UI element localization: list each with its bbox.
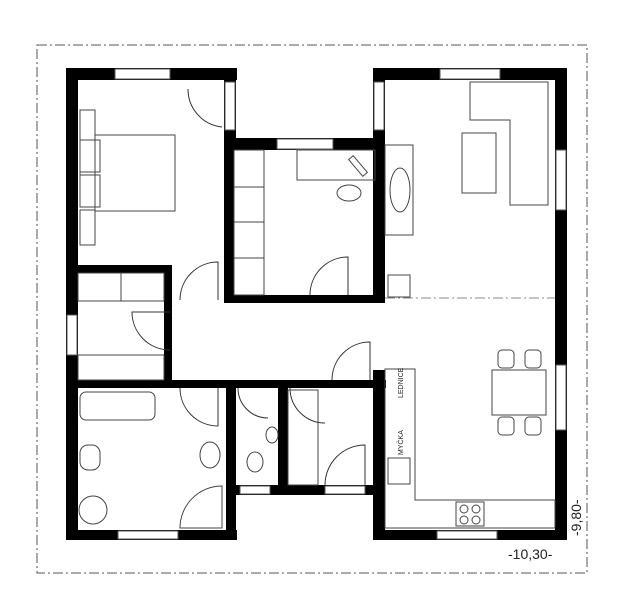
bedroom-furniture [79,109,176,246]
fridge-label: LEDNICE [398,367,405,398]
desk [296,149,376,202]
plot-boundary [36,44,588,574]
width-dimension: -10,30- [508,546,553,562]
windows [66,68,567,540]
kitchen-counter [384,368,556,529]
dishwasher-label: MYČKA [396,430,405,455]
bathroom-fixtures [78,391,279,529]
wardrobes [77,149,319,486]
dining-table [491,349,547,436]
height-dimension: -9,80- [568,499,584,536]
living-furniture [384,81,555,299]
doors [131,88,371,486]
